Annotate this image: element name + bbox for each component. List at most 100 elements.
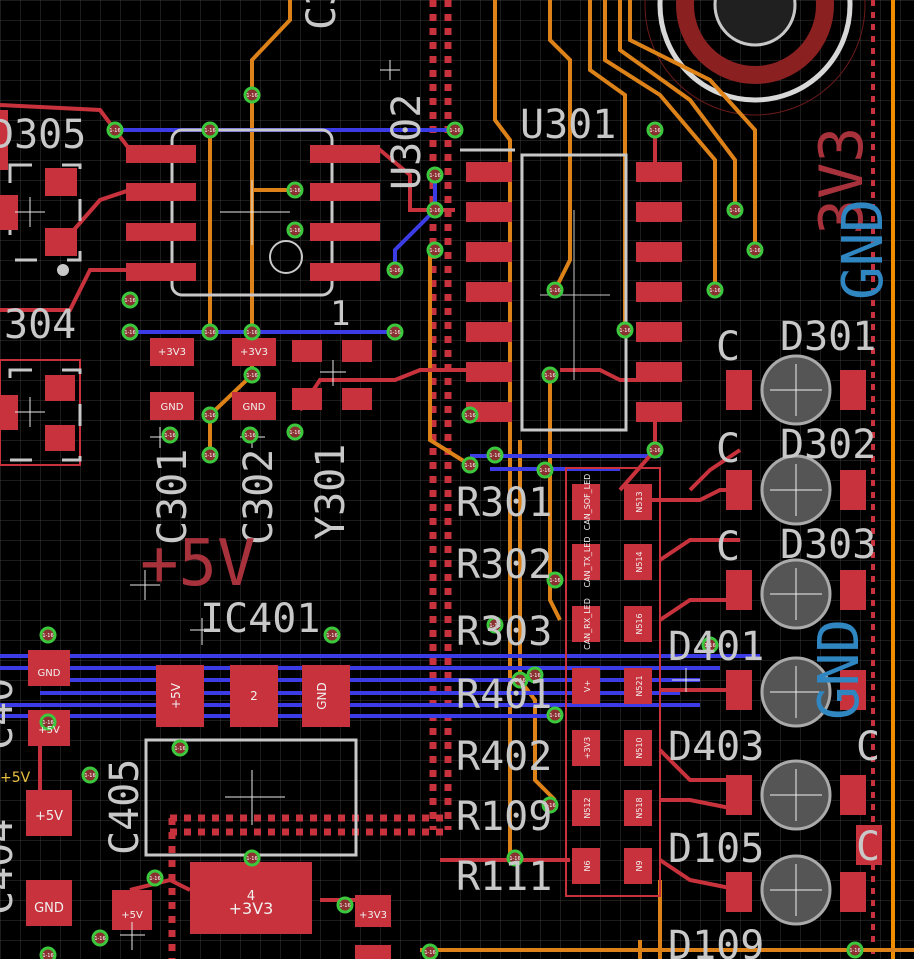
c404-gnd-label: GND — [38, 668, 61, 679]
via[interactable] — [486, 446, 504, 464]
via[interactable] — [171, 739, 189, 757]
via[interactable] — [161, 426, 179, 444]
via[interactable] — [201, 406, 219, 424]
r301-net-a: CAN_SOF_LED — [583, 474, 592, 531]
ref-c301: C301 — [150, 449, 196, 545]
c301-pads[interactable] — [150, 338, 194, 420]
r303-net-a: CAN_RX_LED — [583, 598, 592, 650]
via[interactable] — [446, 121, 464, 139]
via-label: 1-16 — [124, 330, 135, 336]
via[interactable] — [39, 713, 57, 731]
via[interactable] — [461, 456, 479, 474]
via-label: 1-16 — [429, 248, 440, 254]
c404-c405-pads[interactable] — [26, 650, 391, 959]
via[interactable] — [426, 241, 444, 259]
via[interactable] — [701, 636, 719, 654]
via-label: 1-16 — [529, 673, 540, 679]
via[interactable] — [336, 896, 354, 914]
via[interactable] — [91, 929, 109, 947]
silkscreen-rotated-refs: U302 C301 C302 Y301 C405 C404 C40 C3 — [0, 0, 430, 915]
via-icon[interactable]: 1-16 1-16 1-16 1-16 1-16 1-16 1-16 1-16 1-16 1-16… — [39, 86, 864, 959]
via-label: 1-16 — [464, 463, 475, 469]
via[interactable] — [506, 849, 524, 867]
y301-pads[interactable] — [292, 340, 372, 410]
d304-footprint[interactable] — [0, 359, 82, 466]
via[interactable] — [541, 366, 559, 384]
via[interactable] — [243, 849, 261, 867]
ref-y301: Y301 — [308, 444, 354, 540]
via[interactable] — [286, 423, 304, 441]
ref-d302: D302 — [780, 422, 876, 468]
via[interactable] — [201, 323, 219, 341]
via[interactable] — [426, 201, 444, 219]
via[interactable] — [541, 796, 559, 814]
via-label: 1-16 — [429, 173, 440, 179]
via[interactable] — [243, 86, 261, 104]
r402-net-a: +3V3 — [583, 737, 592, 759]
r302-net-a: CAN_TX_LED — [583, 536, 592, 587]
via[interactable] — [616, 321, 634, 339]
via[interactable] — [546, 281, 564, 299]
via[interactable] — [146, 869, 164, 887]
via[interactable] — [746, 241, 764, 259]
via[interactable] — [121, 291, 139, 309]
via[interactable] — [706, 281, 724, 299]
via[interactable] — [646, 121, 664, 139]
via[interactable] — [386, 261, 404, 279]
via-label: 1-16 — [849, 948, 860, 954]
via-label: 1-16 — [204, 413, 215, 419]
c405-gnd-label: GND — [34, 901, 64, 916]
via[interactable] — [106, 121, 124, 139]
ref-d401: D401 — [668, 624, 764, 670]
r302-net-b: N514 — [635, 551, 644, 572]
via[interactable] — [386, 323, 404, 341]
ic-tab-pin-label: 4 — [247, 889, 255, 904]
resistor-array[interactable] — [565, 467, 661, 897]
c302-pads[interactable] — [232, 338, 276, 420]
via[interactable] — [201, 446, 219, 464]
via-label: 1-16 — [544, 803, 555, 809]
via[interactable] — [323, 626, 341, 644]
r109-net-a: N512 — [583, 797, 592, 818]
d305-footprint[interactable] — [0, 110, 82, 276]
via-label: 1-16 — [424, 950, 435, 956]
bottom-label-gnd: GND — [831, 199, 896, 300]
via-label: 1-16 — [244, 433, 255, 439]
via[interactable] — [121, 323, 139, 341]
cap-5v-label: +5V — [121, 910, 143, 921]
via[interactable] — [286, 181, 304, 199]
via[interactable] — [846, 941, 864, 959]
u302-footprint[interactable] — [126, 128, 380, 297]
via-label: 1-16 — [164, 433, 175, 439]
via-label: 1-16 — [204, 330, 215, 336]
via[interactable] — [546, 571, 564, 589]
via[interactable] — [426, 166, 444, 184]
led-column[interactable] — [726, 354, 882, 926]
via-label: 1-16 — [619, 328, 630, 334]
via[interactable] — [243, 366, 261, 384]
via[interactable] — [511, 671, 529, 689]
via[interactable] — [461, 406, 479, 424]
via[interactable] — [286, 221, 304, 239]
via[interactable] — [201, 121, 219, 139]
via[interactable] — [421, 943, 439, 959]
via-label: 1-16 — [246, 93, 257, 99]
via[interactable] — [486, 616, 504, 634]
via[interactable] — [81, 766, 99, 784]
via[interactable] — [241, 426, 259, 444]
via[interactable] — [39, 946, 57, 959]
via[interactable] — [536, 461, 554, 479]
via[interactable] — [726, 201, 744, 219]
ic401-footprint[interactable] — [144, 665, 358, 934]
via[interactable] — [526, 666, 544, 684]
via[interactable] — [546, 706, 564, 724]
resistor-net-labels: CAN_SOF_LED N513 CAN_TX_LED N514 CAN_RX_… — [583, 474, 644, 872]
ref-r111: R111 — [456, 854, 552, 900]
via-label: 1-16 — [389, 268, 400, 274]
mounting-hole-icon — [644, 0, 866, 116]
via[interactable] — [39, 626, 57, 644]
via[interactable] — [243, 323, 261, 341]
via[interactable] — [646, 441, 664, 459]
